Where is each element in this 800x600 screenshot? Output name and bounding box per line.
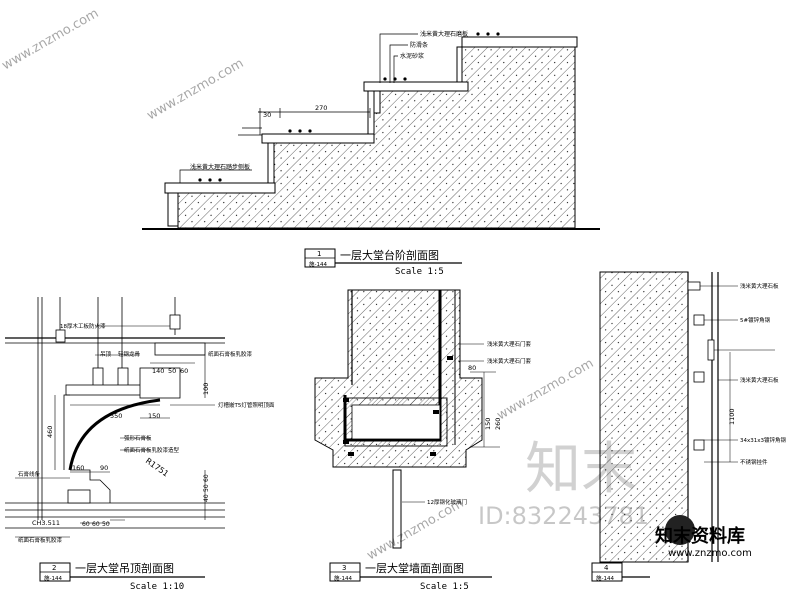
wall-label-glass-door: 12厚钢化玻璃门 (427, 498, 467, 506)
cladding-label-marble-2: 浅米黄大理石板 (740, 376, 779, 384)
ceiling-dim-550: 550 (110, 412, 122, 420)
cladding-dim-1100: 1100 (728, 408, 736, 425)
ceiling-dim-90: 90 (100, 464, 108, 472)
ceiling-dim-50: 50 (168, 367, 176, 375)
anti-slip-strips (198, 32, 500, 182)
watermark-url-diag-2: www.znzmo.com (145, 56, 247, 123)
watermark-url-diag-1: www.znzmo.com (0, 6, 101, 73)
watermark-logo-icon (665, 515, 695, 545)
detail-2-title-block: 2 施-144 一层大堂吊顶剖面图 Scale 1:10 (39, 561, 205, 592)
stair-dim-30: 30 (263, 111, 271, 119)
ceiling-dim-160: 160 (72, 464, 84, 472)
glass-door (392, 469, 402, 549)
watermark-id: ID:832243781 (478, 502, 649, 530)
detail-1-title-block: 1 施-144 一层大堂台阶剖面图 Scale 1:5 (304, 248, 462, 277)
detail-2-scale: Scale 1:10 (130, 582, 184, 592)
detail-3-title-block: 3 施-144 一层大堂墙面剖面图 Scale 1:5 (329, 561, 492, 592)
stair-label-riser: 浅米黄大理石踏步侧板 (190, 163, 250, 171)
ceiling-dim-50b: 50 (203, 484, 210, 492)
detail-2-ref: 施-144 (44, 574, 62, 582)
watermark-url-diag-3: www.znzmo.com (495, 356, 597, 423)
cladding-label-marble-1: 浅米黄大理石板 (740, 282, 779, 290)
ceiling-dim-60b: 60 (203, 474, 210, 482)
cladding-label-angle-34: 34x31x3镀锌角钢 (740, 436, 787, 444)
ceiling-dim-radius: R1751 (144, 456, 170, 478)
detail-4-number: 4 (604, 564, 609, 572)
ceiling-dim-40: 40 (203, 494, 210, 502)
stair-concrete-body (177, 46, 576, 229)
wall-dim-80: 80 (468, 364, 476, 372)
ceiling-bottom-lines (5, 469, 225, 529)
wall-label-door-frame-1: 浅米黄大理石门套 (487, 340, 532, 348)
ceiling-label-lamp-slot: 灯槽嵌T5灯管照明顶面 (218, 401, 275, 409)
detail-3-number: 3 (342, 564, 346, 572)
wall-dim-260: 260 (494, 418, 502, 430)
ceiling-label-keel: 轻钢龙骨 (118, 350, 141, 358)
ceiling-label-gypsum-line: 石膏线条 (18, 470, 41, 478)
ceiling-dim-lines (54, 355, 206, 524)
detail-2-number: 2 (52, 564, 56, 572)
detail-1-scale: Scale 1:5 (395, 267, 444, 277)
watermark-brand-cn: 知末 (525, 437, 637, 502)
detail-3-ref: 施-144 (334, 574, 352, 582)
ceiling-dim-50c: 50 (102, 521, 110, 528)
detail-3-title: 一层大堂墙面剖面图 (365, 561, 464, 575)
stair-label-mortar: 水泥砂浆 (400, 52, 424, 60)
ceiling-section-detail: 18厚木工板防火漆 吊顶 轻钢龙骨 纸面石膏板乳胶漆 灯槽嵌T5灯管照明顶面 弧… (5, 297, 275, 592)
ceiling-ch-mark: CH3.511 (32, 519, 60, 527)
stair-leaders (179, 33, 418, 183)
detail-3-scale: Scale 1:5 (420, 582, 469, 592)
ceiling-label-wood-board: 18厚木工板防火漆 (60, 322, 106, 330)
cladding-concrete-body (599, 271, 689, 563)
cladding-label-hanger: 不锈钢挂件 (740, 458, 768, 466)
wall-cladding-detail: 浅米黄大理石板 5#镀锌角钢 浅米黄大理石板 34x31x3镀锌角钢 不锈钢挂件… (591, 271, 787, 582)
ceiling-dim-140: 140 (152, 367, 164, 375)
ceiling-dim-60: 60 (180, 367, 188, 375)
stair-label-antislip: 防滑条 (410, 41, 428, 49)
arched-plasterboard (68, 398, 161, 471)
ceiling-leaders (15, 325, 215, 538)
ceiling-label-shaped-plaster: 纸面石膏板乳胶漆造型 (124, 446, 180, 454)
detail-2-title: 一层大堂吊顶剖面图 (75, 561, 174, 575)
ceiling-label-plaster-bottom: 纸面石膏板乳胶漆 (18, 536, 63, 544)
stone-treads (164, 36, 578, 227)
wall-section-detail: 浅米黄大理石门套 浅米黄大理石门套 12厚钢化玻璃门 80 150 260 3 … (314, 289, 532, 592)
wall-dim-150: 150 (484, 418, 492, 430)
cladding-label-angle-steel: 5#镀锌角钢 (740, 316, 771, 324)
wall-label-door-frame-2: 浅米黄大理石门套 (487, 357, 532, 365)
detail-1-number: 1 (317, 250, 321, 258)
ceiling-label-hanger: 吊顶 (100, 351, 112, 358)
watermark-url-diag-4: www.znzmo.com (365, 496, 467, 563)
detail-4-ref: 施-144 (596, 574, 614, 582)
ceiling-dim-150: 150 (148, 412, 160, 420)
detail-1-ref: 施-144 (309, 260, 327, 268)
detail-4-title-block: 4 施-144 (591, 562, 650, 582)
detail-1-title: 一层大堂台阶剖面图 (340, 248, 439, 262)
watermark-logo-url: www.znzmo.com (668, 548, 752, 559)
ceiling-label-plaster-latex: 纸面石膏板乳胶漆 (208, 350, 253, 358)
stair-dim-270: 270 (315, 104, 327, 112)
watermark-logo-text: 知末资料库 (655, 525, 745, 547)
ceiling-dim-460: 460 (46, 426, 54, 438)
ceiling-dim-100: 100 (202, 383, 210, 395)
ceiling-label-arched-board: 弧形石膏板 (124, 434, 152, 442)
watermark-brand: 知末 ID:832243781 知末资料库 www.znzmo.com (478, 437, 752, 559)
ceiling-dim-60c: 60 (82, 521, 90, 528)
stair-section-detail: 浅米黄大理石磨板 防滑条 水泥砂浆 浅米黄大理石踏步侧板 30 270 1 施-… (142, 30, 600, 277)
ceiling-dim-60d: 60 (92, 521, 100, 528)
stair-label-marble-tread: 浅米黄大理石磨板 (420, 30, 468, 38)
ceiling-wood-blocks (55, 314, 206, 399)
